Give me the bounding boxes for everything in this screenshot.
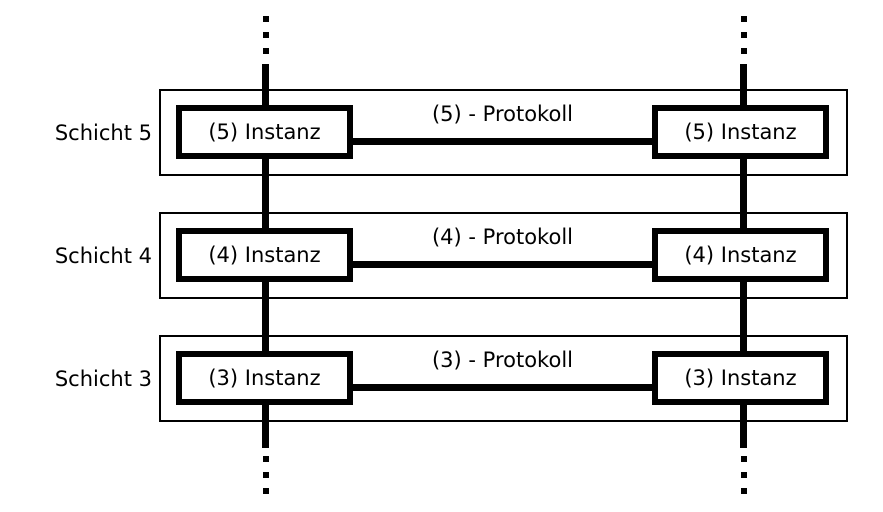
protocol-line: [353, 138, 652, 145]
protocol-label: (3) - Protokoll: [431, 348, 573, 372]
instance-box-right: (3) Instanz: [652, 351, 829, 405]
bottom-right-continuation-dots-icon: [740, 456, 747, 494]
layer-band: [159, 335, 848, 422]
layer-row-schicht-5: Schicht 5 (5) - Protokoll (5) Instanz (5…: [0, 89, 883, 176]
dot-icon: [262, 472, 269, 478]
dot-icon: [740, 456, 747, 462]
dot-icon: [740, 48, 747, 54]
instance-box-right: (5) Instanz: [652, 105, 829, 159]
dot-icon: [740, 488, 747, 494]
layer-label: Schicht 5: [54, 120, 152, 145]
layer-row-schicht-3: Schicht 3 (3) - Protokoll (3) Instanz (3…: [0, 335, 883, 422]
top-left-continuation-dots-icon: [262, 16, 269, 54]
dot-icon: [740, 472, 747, 478]
instance-box-left: (4) Instanz: [176, 228, 353, 282]
layer-label: Schicht 4: [54, 243, 152, 268]
bottom-left-continuation-dots-icon: [262, 456, 269, 494]
dot-icon: [262, 32, 269, 38]
layer-band: [159, 89, 848, 176]
dot-icon: [740, 32, 747, 38]
layer-label: Schicht 3: [54, 366, 152, 391]
instance-box-left: (3) Instanz: [176, 351, 353, 405]
dot-icon: [262, 488, 269, 494]
protocol-label: (4) - Protokoll: [431, 225, 573, 249]
layer-row-schicht-4: Schicht 4 (4) - Protokoll (4) Instanz (4…: [0, 212, 883, 299]
instance-box-right: (4) Instanz: [652, 228, 829, 282]
dot-icon: [262, 456, 269, 462]
layer-band: [159, 212, 848, 299]
top-right-continuation-dots-icon: [740, 16, 747, 54]
dot-icon: [262, 16, 269, 22]
protocol-label: (5) - Protokoll: [431, 102, 573, 126]
instance-box-left: (5) Instanz: [176, 105, 353, 159]
dot-icon: [740, 16, 747, 22]
dot-icon: [262, 48, 269, 54]
protocol-line: [353, 384, 652, 391]
protocol-line: [353, 261, 652, 268]
